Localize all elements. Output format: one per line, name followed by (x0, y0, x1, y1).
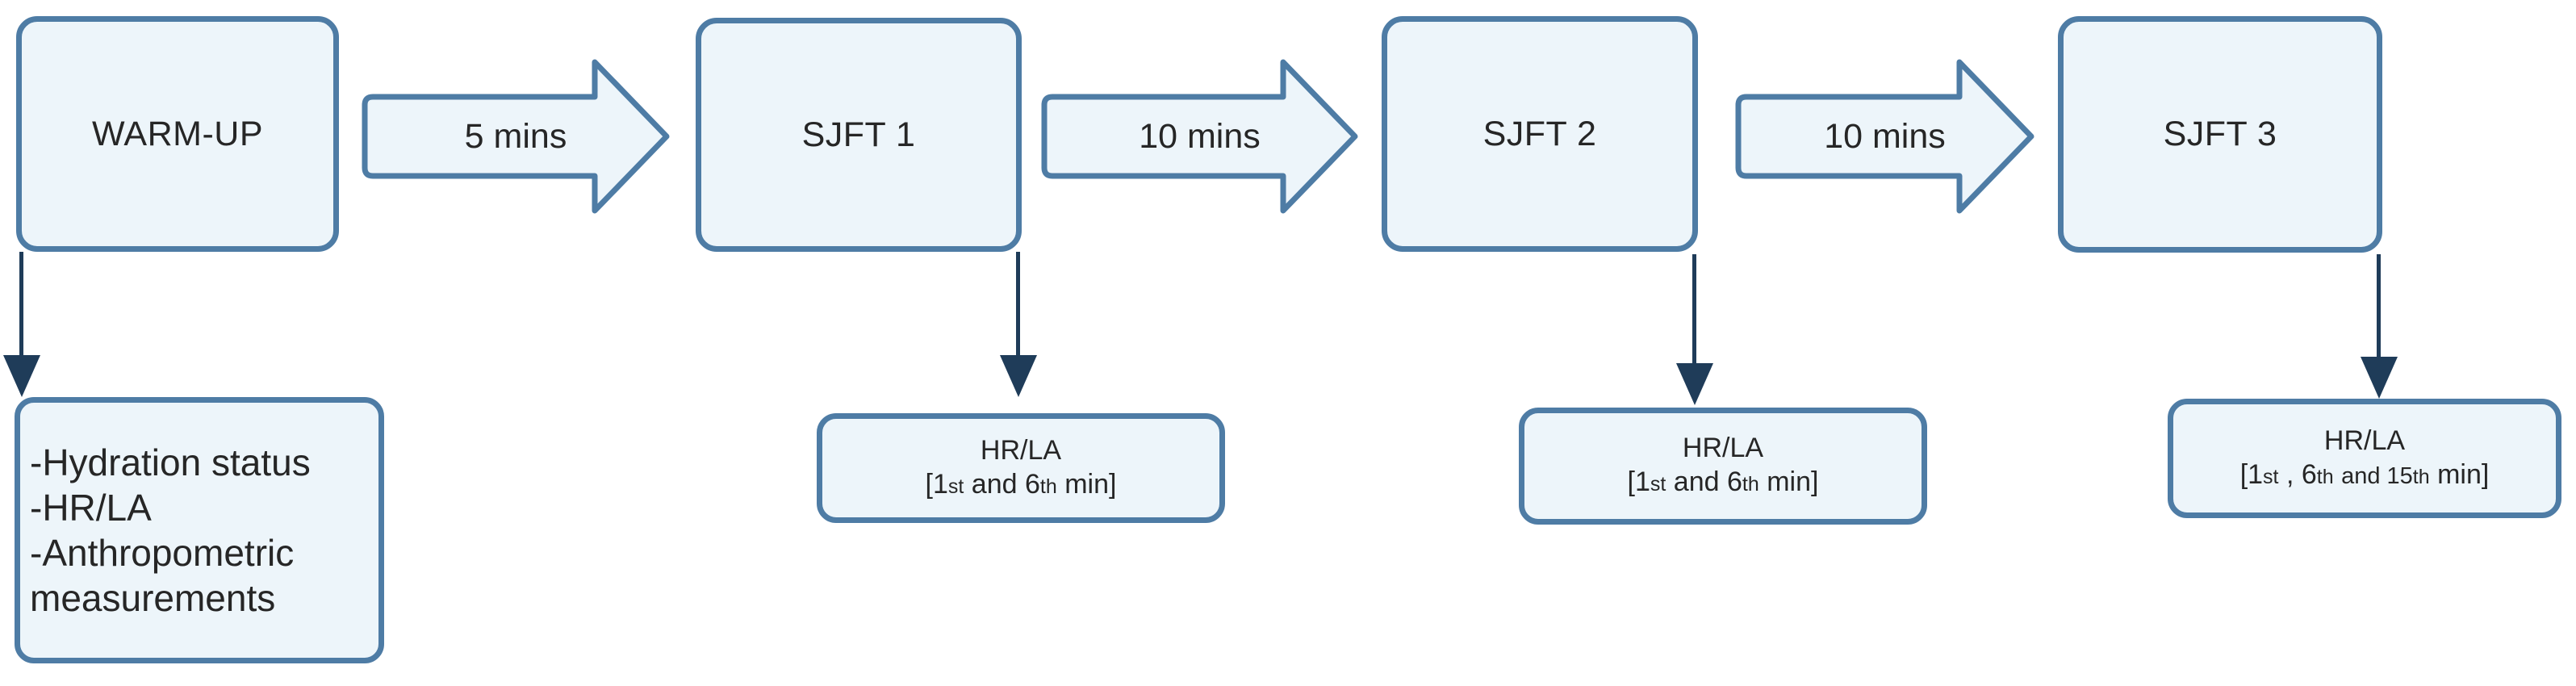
hrla-timing: [1st and 6th min] (1628, 465, 1819, 501)
timing-segment: [1 (2239, 458, 2264, 490)
timing-segment (2334, 459, 2341, 490)
timing-segment: , 6 (2278, 458, 2317, 490)
hrla-title: HR/LA (2323, 425, 2406, 456)
timing-segment: min] (2437, 458, 2490, 490)
block-arrow-right-icon (362, 59, 670, 214)
measure-line: -Hydration status (30, 441, 311, 483)
timing-segment: th (2412, 465, 2430, 488)
connector-line (1692, 254, 1696, 366)
hrla-title: HR/LA (980, 434, 1062, 466)
timing-segment: st (2263, 465, 2279, 488)
hrla-timing: [1st and 6th min] (926, 467, 1117, 504)
timing-segment: and 15 (2341, 462, 2413, 489)
arrowhead-down-icon (1000, 355, 1037, 397)
sjft1-label: SJFT 1 (801, 115, 916, 154)
timing-segment: th (1039, 475, 1057, 498)
sjft1-hrla-box: HR/LA [1st and 6th min] (817, 413, 1225, 523)
transition-1-label: 5 mins (464, 116, 567, 156)
transition-3-label: 10 mins (1824, 116, 1946, 156)
timing-segment: [1 (1627, 466, 1650, 497)
measure-line: -Anthropometric measurements (30, 532, 295, 619)
warmup-label: WARM-UP (91, 114, 264, 153)
measure-line: -HR/LA (30, 487, 152, 529)
warmup-measures-box: -Hydration status -HR/LA -Anthropometric… (15, 397, 384, 663)
hrla-title: HR/LA (1682, 433, 1764, 463)
transition-arrow-1 (360, 56, 671, 217)
transition-2-label: 10 mins (1139, 116, 1261, 156)
timing-segment: st (947, 475, 964, 498)
warmup-box: WARM-UP (16, 16, 339, 252)
sjft3-label: SJFT 3 (2163, 115, 2277, 153)
timing-segment (2430, 459, 2437, 490)
timing-segment: min] (1758, 466, 1819, 497)
sjft2-hrla-box: HR/LA [1st and 6th min] (1519, 408, 1927, 525)
sjft1-box: SJFT 1 (696, 18, 1022, 252)
timing-segment: th (1742, 473, 1759, 496)
connector-line (2377, 254, 2381, 359)
timing-segment: [1 (925, 468, 948, 500)
hrla-timing: [1st , 6th and 15th min] (2240, 458, 2490, 494)
timing-segment: st (1650, 473, 1666, 496)
transition-arrow-2 (1039, 56, 1360, 217)
transition-arrow-3 (1733, 56, 2036, 217)
arrowhead-down-icon (3, 355, 40, 397)
timing-segment: and 6 (1666, 466, 1742, 497)
timing-segment: and 6 (964, 468, 1040, 500)
arrowhead-down-icon (1676, 363, 1713, 405)
timing-segment: th (2316, 465, 2334, 488)
connector-line (1016, 252, 1020, 359)
block-arrow-right-icon (1041, 59, 1358, 214)
sjft2-box: SJFT 2 (1382, 16, 1698, 252)
sjft2-label: SJFT 2 (1482, 114, 1597, 153)
sjft3-box: SJFT 3 (2058, 16, 2382, 253)
timing-segment: min] (1056, 468, 1117, 500)
sjft3-hrla-box: HR/LA [1st , 6th and 15th min] (2168, 399, 2561, 518)
arrowhead-down-icon (2361, 357, 2398, 399)
connector-line (19, 252, 23, 359)
block-arrow-right-icon (1735, 59, 2034, 214)
